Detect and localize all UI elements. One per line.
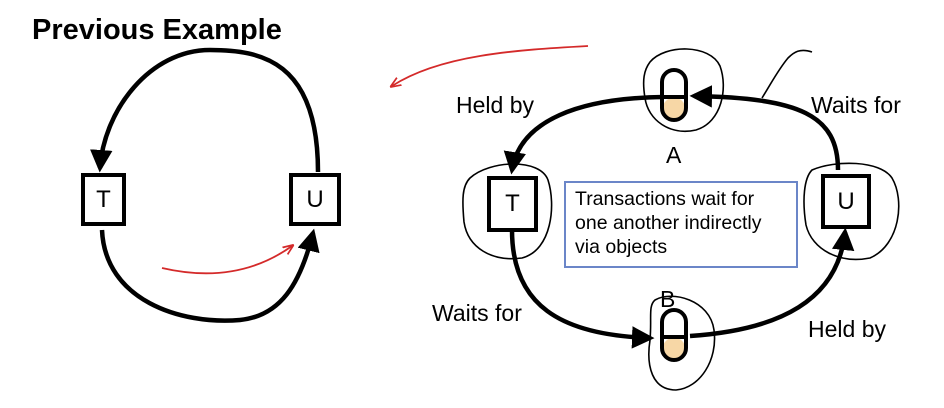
object-b-label: B [660, 286, 676, 312]
right-node-u-label: U [837, 188, 855, 215]
left-node-t: T [81, 173, 126, 226]
node-u-scribble [803, 162, 900, 261]
right-node-t: T [487, 176, 538, 232]
label-waits-for-bottom: Waits for [432, 300, 522, 326]
left-node-u: U [289, 173, 341, 226]
left-node-u-label: U [306, 186, 324, 213]
object-b-fill [663, 338, 685, 360]
red-annotation-arrow-left [161, 246, 292, 275]
left-edge-u-to-t [90, 47, 321, 173]
label-waits-for-top: Waits for [811, 92, 901, 118]
pen-squiggle [761, 49, 813, 99]
label-held-by-top: Held by [456, 92, 534, 118]
edge-u-waits-for-a [689, 85, 841, 171]
edge-t-waits-for-b [509, 229, 655, 349]
edge-b-held-by-u [689, 227, 855, 339]
note-line-1: Transactions wait for [575, 188, 755, 210]
left-edge-t-to-u [99, 228, 320, 323]
right-node-u: U [821, 174, 871, 229]
label-held-by-bottom: Held by [808, 316, 886, 342]
note-line-2: one another indirectly [575, 212, 762, 234]
red-annotation-arrow-top [392, 45, 589, 86]
note-line-3: via objects [575, 236, 668, 258]
object-a-circle-scribble [642, 48, 725, 133]
node-t-scribble [462, 163, 553, 260]
edge-a-held-by-t [503, 94, 665, 175]
right-node-t-label: T [505, 190, 520, 217]
slide-title: Previous Example [32, 14, 282, 46]
transactions-note: Transactions wait for one another indire… [564, 181, 798, 268]
left-node-t-label: T [96, 186, 111, 213]
object-a-label: A [666, 142, 682, 168]
object-a-fill [663, 98, 685, 120]
object-b-circle-scribble [648, 295, 716, 391]
